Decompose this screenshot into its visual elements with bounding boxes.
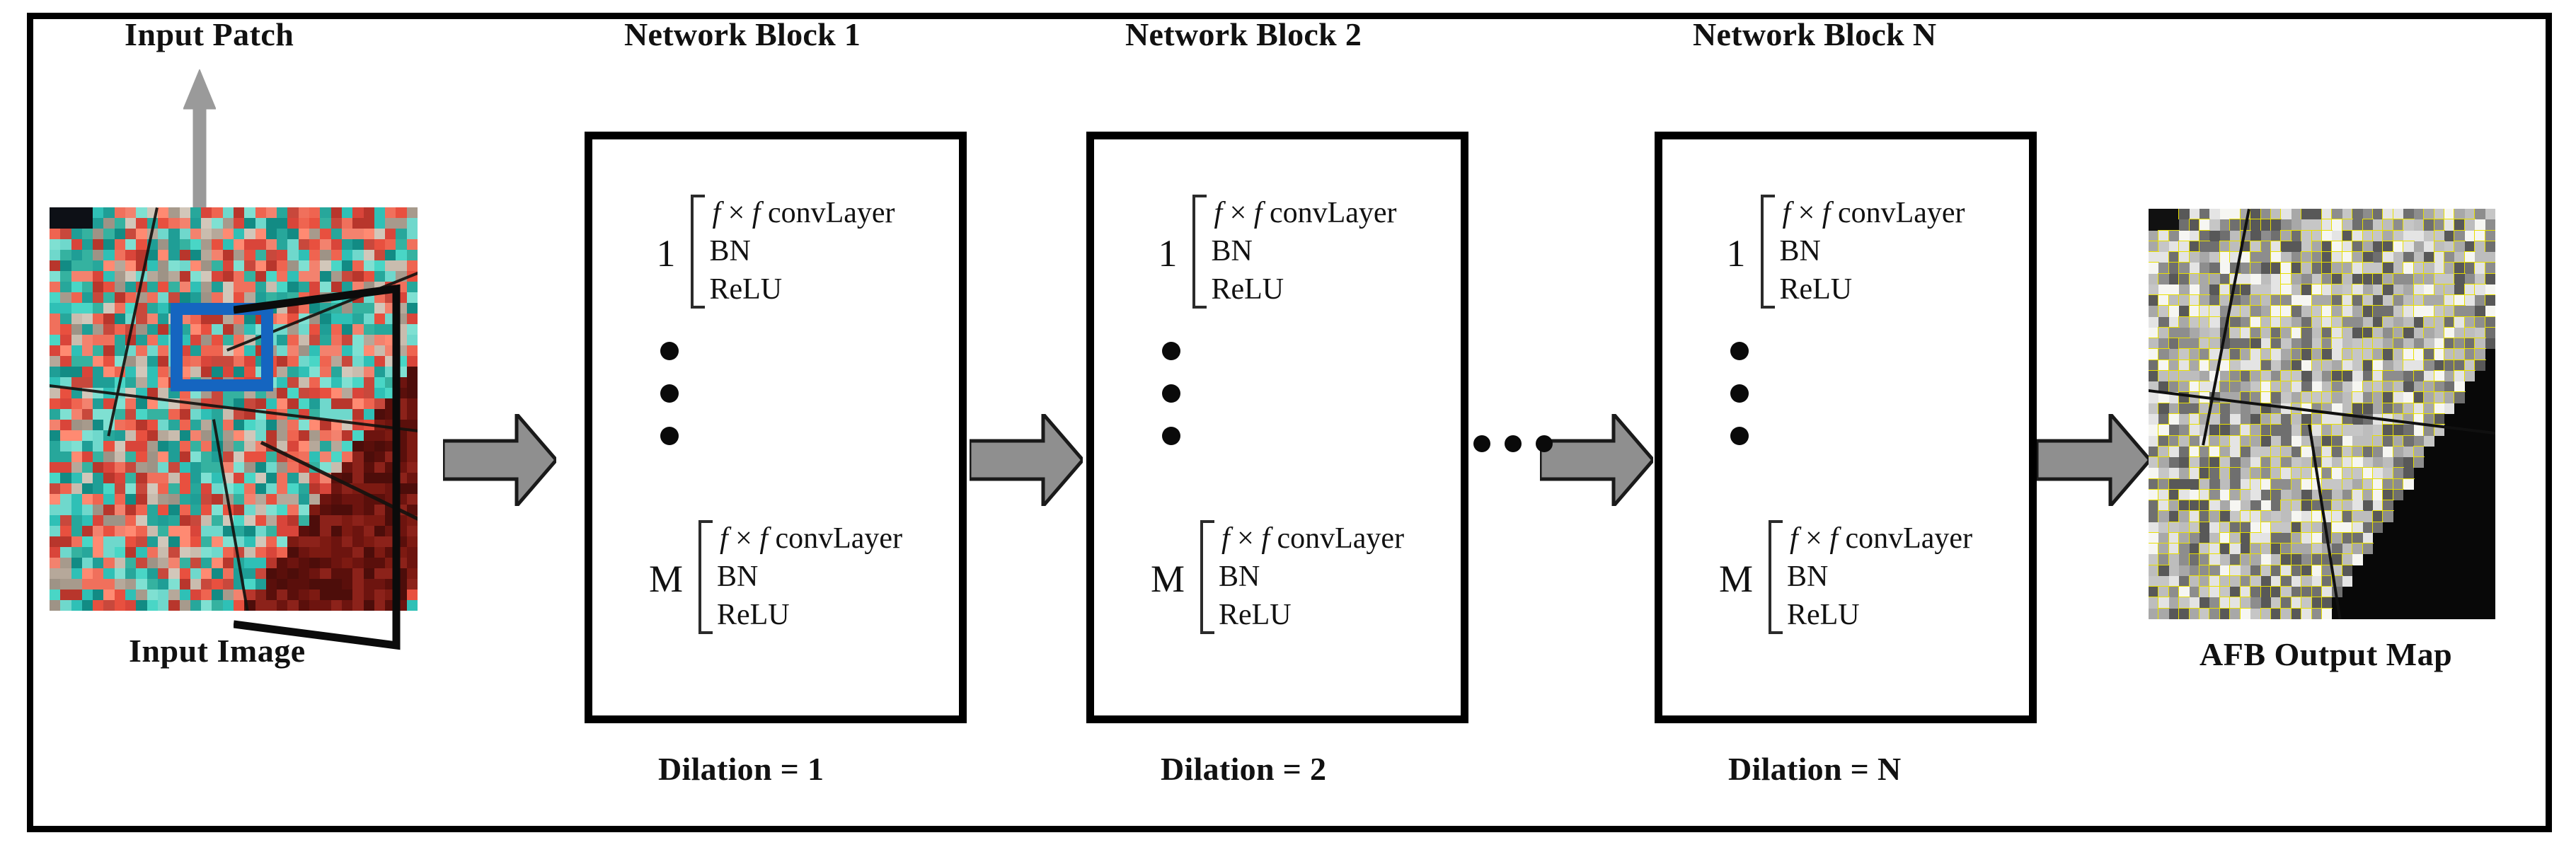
ellipsis-dot (1730, 384, 1749, 403)
blockn-vertical-ellipsis (1556, 342, 1923, 445)
arrow-ellipsis-to-blockN (1540, 414, 1653, 506)
input-patch-arrow-icon (183, 69, 216, 324)
block2-last-relu-line: ReLU (1218, 598, 1292, 631)
block2-first-relu-line: ReLU (1211, 272, 1284, 306)
block2-last-bn-line: BN (1218, 560, 1260, 593)
block2-first-bn-line: BN (1211, 234, 1253, 268)
block1-last-layer-bracket: f × f convLayer BN ReLU (698, 520, 903, 635)
block1-vertical-ellipsis (486, 342, 853, 445)
ellipsis-dot (1730, 427, 1749, 445)
blockn-first-relu-line: ReLU (1779, 272, 1853, 306)
output-map-caption: AFB Output Map (2200, 636, 2453, 672)
dilation-label-2: Dilation = 2 (1161, 751, 1327, 787)
ellipsis-dot (660, 384, 679, 403)
ellipsis-dot (1505, 435, 1522, 452)
blockn-first-bn-line: BN (1779, 234, 1821, 268)
ellipsis-dot (1730, 342, 1749, 360)
block2-first-layer-bracket: f × f convLayer BN ReLU (1192, 195, 1397, 309)
ellipsis-dot (660, 342, 679, 360)
block1-last-relu-line: ReLU (716, 598, 790, 631)
arrow-blockN-to-output (2037, 414, 2150, 506)
network-block-1[interactable]: 1 f × f convLayer BN ReLU M f × f convLa… (585, 132, 967, 723)
dilation-label-1: Dilation = 1 (658, 751, 824, 787)
blockn-first-conv-line: f × f convLayer (1782, 197, 1965, 229)
ellipsis-dot (1162, 384, 1180, 403)
block1-first-conv-line: f × f convLayer (712, 197, 895, 229)
block-title-2: Network Block 2 (1125, 16, 1362, 52)
ellipsis-dot (1162, 342, 1180, 360)
block-title-1: Network Block 1 (624, 16, 861, 52)
block2-first-multiplier: 1 (1158, 231, 1178, 275)
blockn-last-relu-line: ReLU (1786, 598, 1860, 631)
blockn-last-layer-bracket: f × f convLayer BN ReLU (1768, 520, 1973, 635)
block1-last-bn-line: BN (716, 560, 759, 593)
network-block-n[interactable]: 1 f × f convLayer BN ReLU M f × f convLa… (1655, 132, 2037, 723)
block2-last-conv-line: f × f convLayer (1221, 522, 1405, 555)
ellipsis-dot (660, 427, 679, 445)
blocks-ellipsis (1473, 435, 1553, 452)
block-title-n: Network Block N (1693, 16, 1937, 52)
afb-output-map-image (2149, 209, 2495, 619)
blockn-first-multiplier: 1 (1726, 231, 1746, 275)
block1-first-bn-line: BN (709, 234, 751, 268)
input-patch-label: Input Patch (125, 16, 294, 52)
blockn-first-layer-bracket: f × f convLayer BN ReLU (1761, 195, 1965, 309)
blockn-last-conv-line: f × f convLayer (1789, 522, 1973, 555)
block2-vertical-ellipsis (988, 342, 1355, 445)
patch-callout-lines (234, 284, 401, 650)
network-block-2[interactable]: 1 f × f convLayer BN ReLU M f × f convLa… (1086, 132, 1468, 723)
block2-last-layer-bracket: f × f convLayer BN ReLU (1200, 520, 1405, 635)
block1-first-layer-bracket: f × f convLayer BN ReLU (691, 195, 895, 309)
block1-last-conv-line: f × f convLayer (719, 522, 903, 555)
block1-first-relu-line: ReLU (709, 272, 783, 306)
block1-last-multiplier: M (648, 557, 683, 600)
arrow-block1-to-block2 (970, 414, 1083, 506)
ellipsis-dot (1536, 435, 1553, 452)
input-image-caption: Input Image (129, 633, 306, 669)
block1-first-multiplier: 1 (656, 231, 676, 275)
block2-first-conv-line: f × f convLayer (1214, 197, 1397, 229)
ellipsis-dot (1162, 427, 1180, 445)
blockn-last-multiplier: M (1718, 557, 1753, 600)
blockn-last-bn-line: BN (1786, 560, 1829, 593)
arrow-image-to-block1 (443, 414, 556, 506)
dilation-label-n: Dilation = N (1728, 751, 1902, 787)
ellipsis-dot (1473, 435, 1490, 452)
block2-last-multiplier: M (1150, 557, 1185, 600)
